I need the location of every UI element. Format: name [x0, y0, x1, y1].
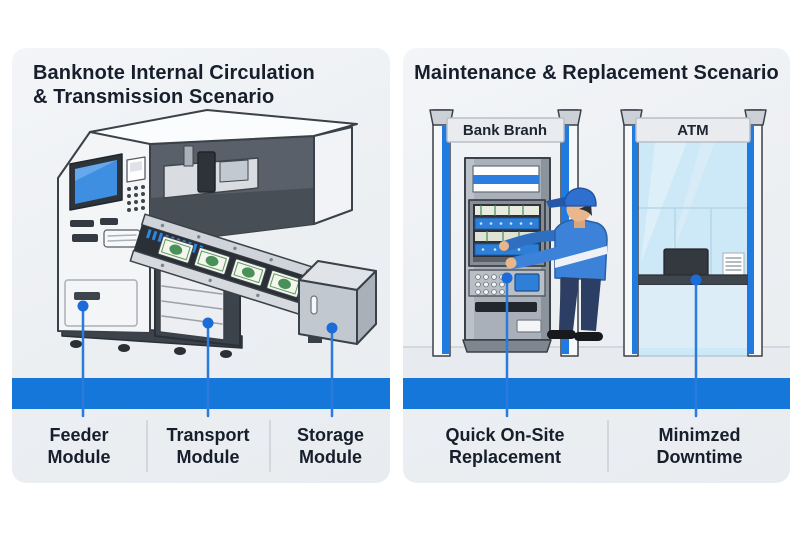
left-title-line1: Banknote Internal Circulation: [33, 62, 315, 84]
atm-booth: ATM: [620, 109, 767, 357]
label-divider: [146, 420, 148, 472]
machine-canopy: [89, 109, 358, 225]
maintenance-illustration: Bank Branh: [403, 109, 790, 418]
counter-monitor: [663, 248, 709, 277]
atm-booth-glass: [635, 141, 751, 357]
feeder-module-label: Feeder Module: [47, 425, 111, 467]
transport-dot: [202, 317, 214, 329]
left-labels-row: Feeder Module Transport Module Storage M…: [12, 420, 390, 474]
counter-document: [722, 252, 745, 276]
bank-branch-booth: Bank Branh: [429, 109, 582, 357]
atm-booth-counter: [630, 274, 756, 286]
technician-cap: [563, 187, 597, 207]
machine-base: [61, 323, 243, 358]
conveyor: [129, 213, 347, 325]
left-blue-band: [12, 378, 390, 409]
feeder-dot: [77, 300, 89, 312]
label-divider: [607, 420, 609, 472]
storage-dot: [326, 322, 338, 334]
bank-branch-sign: [446, 117, 565, 143]
serviced-atm-machine: [462, 157, 552, 353]
atm-sign: [635, 117, 751, 143]
atm-sign-text: ATM: [677, 122, 708, 139]
feeder-module-tower: [57, 121, 151, 334]
technician-hand: [505, 257, 517, 269]
replacement-dot: [501, 272, 513, 284]
banknotes: [157, 235, 340, 310]
banknote-sorter-illustration: [57, 109, 377, 418]
storage-module-box: [298, 260, 377, 345]
right-blue-band: [403, 378, 790, 409]
minimized-downtime-label: Minimzed Downtime: [656, 425, 743, 467]
floor: [403, 346, 790, 378]
right-labels-row: Quick On-Site Replacement Minimzed Downt…: [403, 420, 790, 474]
storage-module-label: Storage Module: [296, 425, 365, 467]
bank-branch-sign-text: Bank Branh: [463, 122, 547, 139]
right-panel-title: Maintenance & Replacement Scenario: [414, 62, 779, 84]
transport-module-label: Transport Module: [166, 425, 250, 467]
left-panel: Banknote Internal Circulation & Transmis…: [12, 48, 390, 483]
label-divider: [269, 420, 271, 472]
machine-interior: [149, 135, 315, 245]
downtime-dot: [690, 274, 702, 286]
quick-replacement-label: Quick On-Site Replacement: [445, 425, 565, 467]
left-panel-title: Banknote Internal Circulation & Transmis…: [33, 61, 315, 109]
technician-figure: [499, 187, 608, 341]
comb-feeder-teeth: [146, 229, 204, 255]
technician-head: [566, 196, 592, 222]
technician-hand: [499, 241, 509, 251]
left-title-line2: & Transmission Scenario: [33, 86, 275, 108]
transport-module-drawers: [154, 263, 241, 347]
right-panel: Maintenance & Replacement Scenario: [403, 48, 790, 483]
